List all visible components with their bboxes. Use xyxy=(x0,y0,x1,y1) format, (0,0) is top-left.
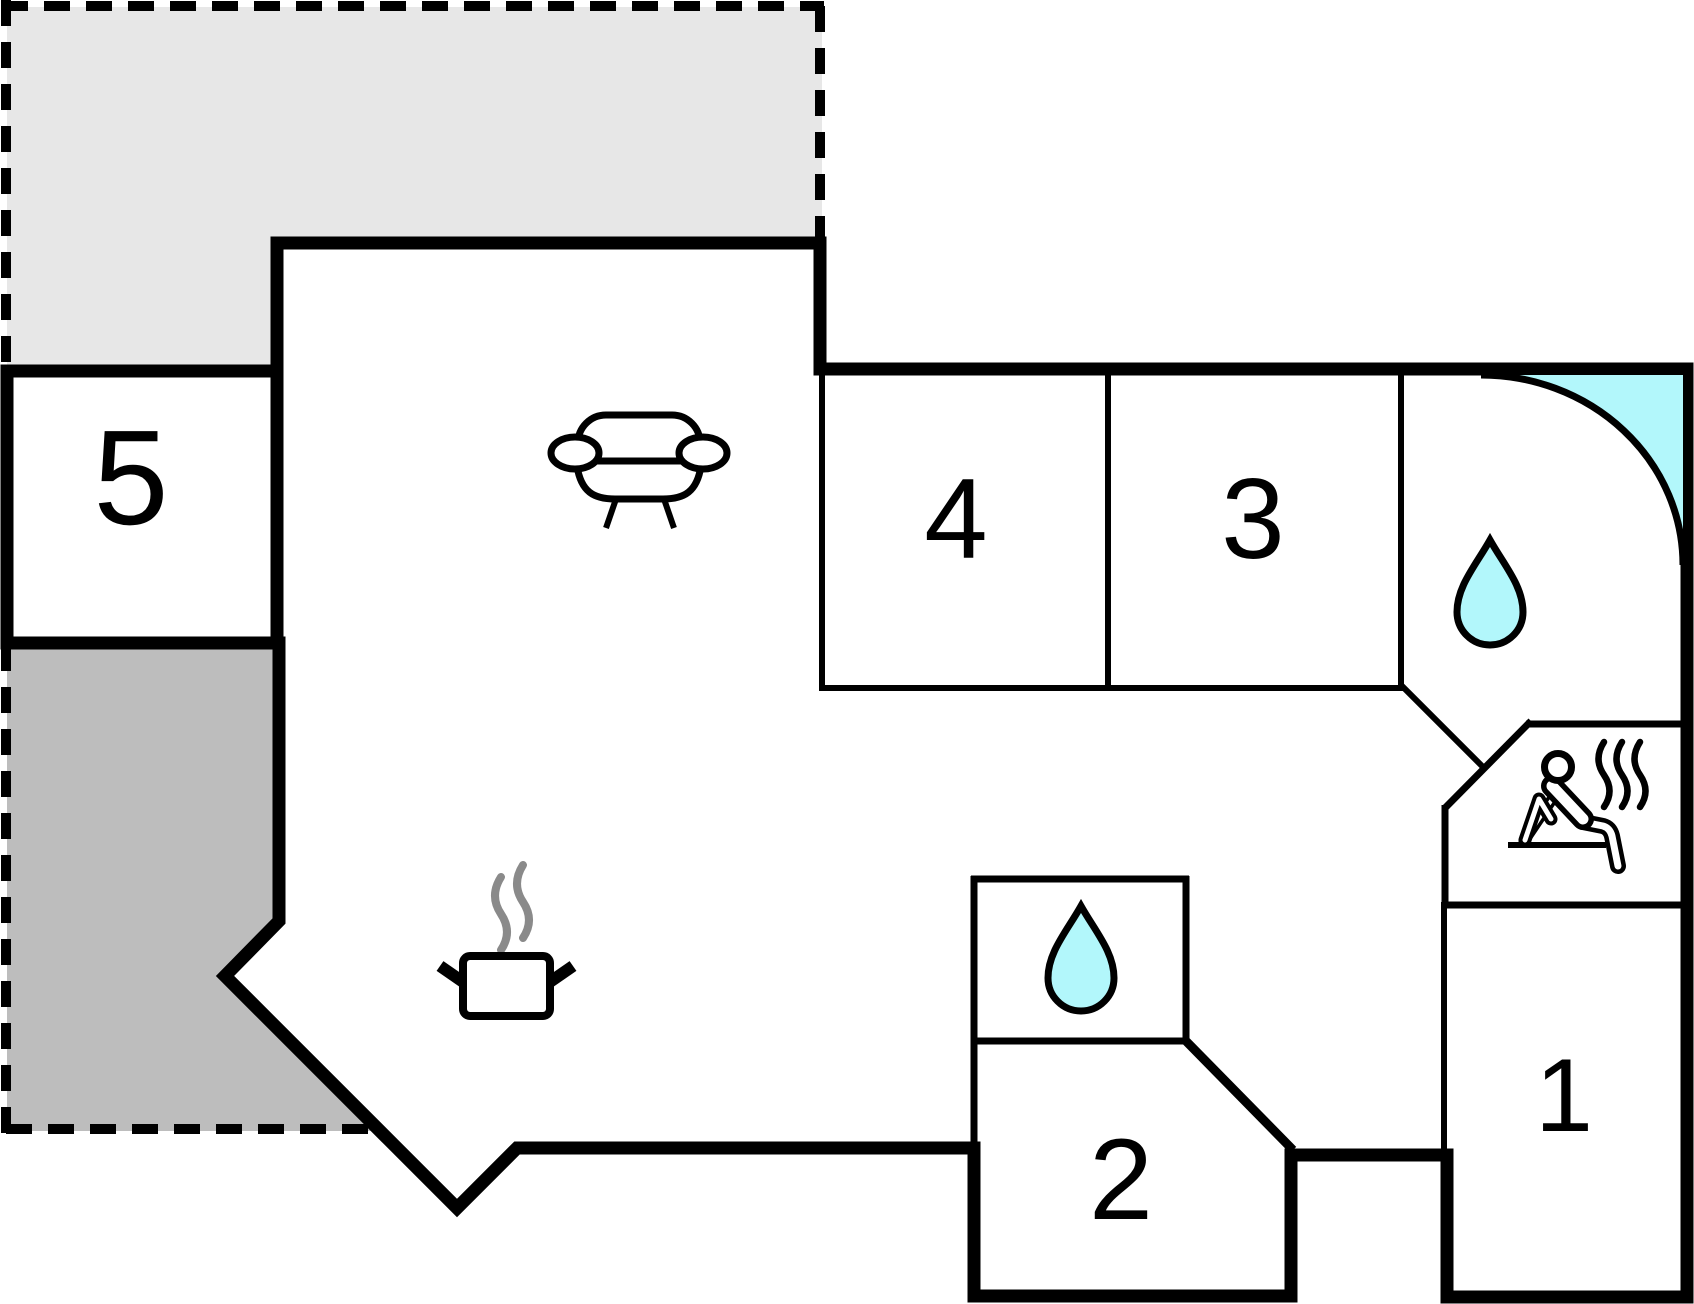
sofa-icon xyxy=(547,411,731,529)
corner-bath-fill xyxy=(1481,375,1683,565)
room-2-label: 2 xyxy=(1089,1116,1153,1244)
steam-icon xyxy=(491,861,533,954)
water-drop-icon-wc xyxy=(1044,898,1118,1015)
heat-waves-icon xyxy=(1595,738,1649,811)
room-3-label: 3 xyxy=(1221,456,1284,583)
corner-bath-arc xyxy=(1480,371,1687,566)
exterior-walls xyxy=(0,236,1694,1304)
corner-bath-icon xyxy=(1480,371,1687,566)
room-1-label: 1 xyxy=(1535,1038,1593,1154)
wall-bathroom-diagonal xyxy=(1398,682,1487,771)
room-4-label: 4 xyxy=(924,456,987,583)
sauna-person-icon xyxy=(1508,738,1649,874)
water-drop-icon-bathroom xyxy=(1453,532,1527,649)
terrace-left xyxy=(7,647,379,1131)
wall-sauna-diagonal xyxy=(1442,718,1534,811)
wall-room2-diagonal xyxy=(1180,1035,1297,1154)
room-5-label: 5 xyxy=(93,402,168,553)
terrace-dashed-borders xyxy=(1,0,825,1134)
interior-walls xyxy=(270,366,1687,1158)
cooking-pot-icon xyxy=(436,861,577,1020)
terrace-upper xyxy=(7,7,822,369)
